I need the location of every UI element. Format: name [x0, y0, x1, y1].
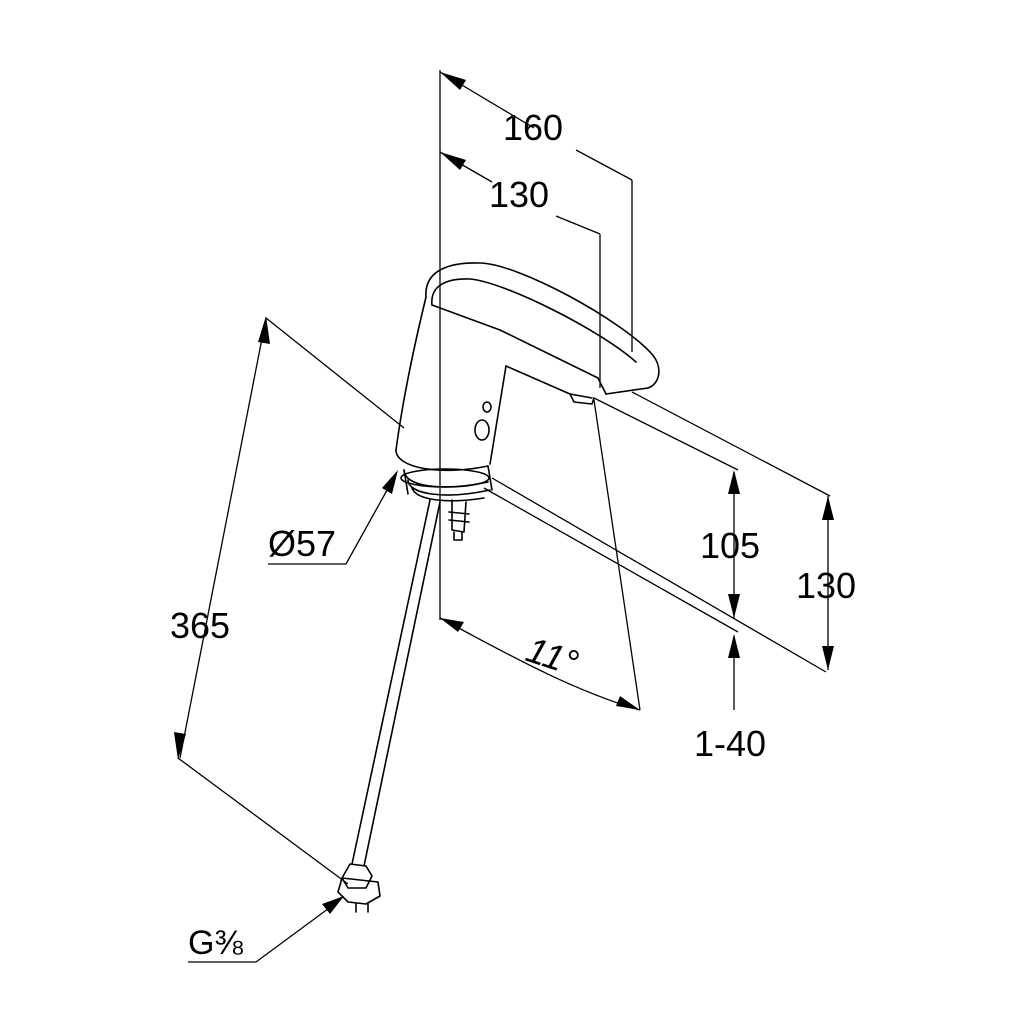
dim-spout-height: 105 [700, 525, 760, 566]
dim-swivel-angle: 11° [522, 629, 584, 684]
supply-hose [337, 499, 441, 913]
dim-overall-depth: 160 [503, 107, 563, 148]
dim-connection-thread: G⅜ [188, 924, 243, 962]
dim-hose-length: 365 [170, 605, 230, 646]
dim-total-height: 130 [796, 565, 856, 606]
mounting-base [400, 465, 493, 541]
dim-deck-thickness: 1-40 [694, 723, 766, 764]
dim-body-diameter: Ø57 [268, 523, 336, 564]
dimension-lines [174, 70, 834, 963]
dimension-labels: 160 130 105 130 1-40 365 Ø57 11° G⅜ [170, 107, 856, 962]
faucet-body [395, 262, 660, 472]
dim-spout-reach: 130 [489, 174, 549, 215]
